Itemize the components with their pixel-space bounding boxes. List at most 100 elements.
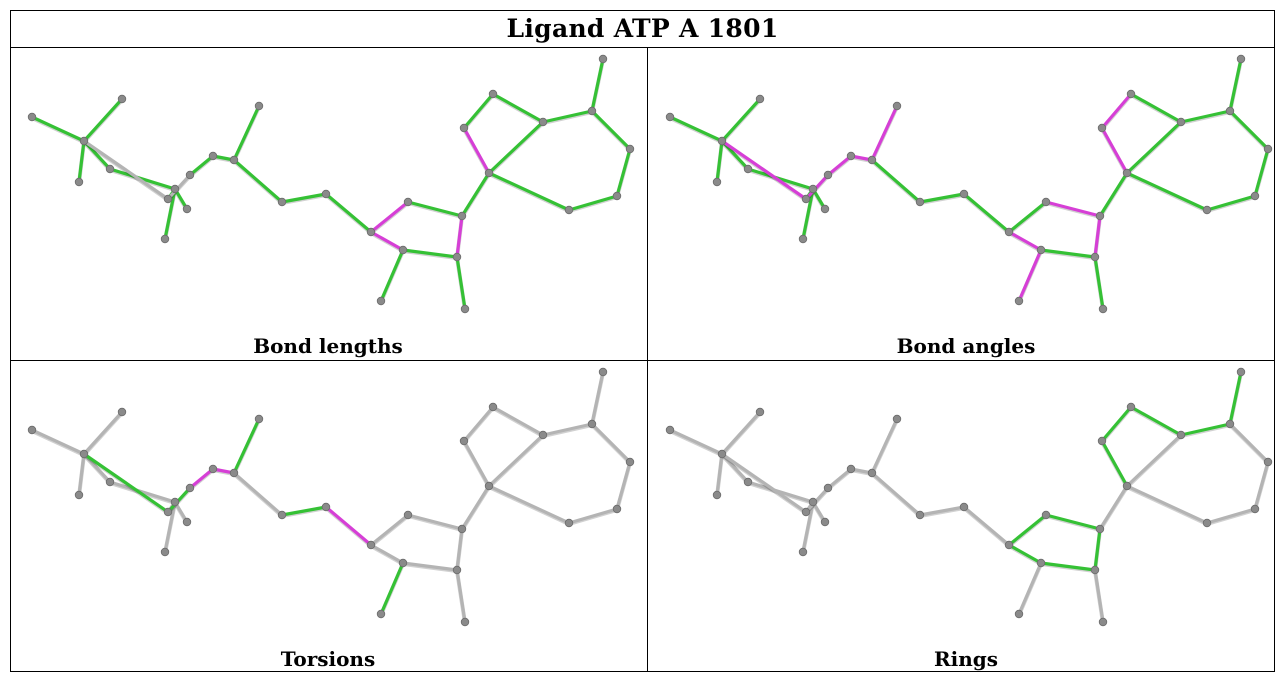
bond-ok <box>1179 109 1232 124</box>
atom <box>27 425 37 435</box>
bond-ok <box>668 115 724 143</box>
atom <box>846 464 856 474</box>
bond-ok <box>1093 527 1102 572</box>
bond-ok <box>82 452 170 514</box>
atom <box>1098 617 1108 627</box>
bond-unassessed <box>455 568 467 624</box>
atom <box>1176 117 1186 127</box>
atom <box>376 609 386 619</box>
atom <box>398 245 408 255</box>
bond-ok <box>1205 194 1257 212</box>
bond-outlier <box>1007 230 1043 252</box>
bond-outlier <box>720 139 808 201</box>
atom <box>1176 430 1186 440</box>
bond-unassessed <box>590 422 632 464</box>
bond-ok <box>232 417 261 475</box>
bond-unassessed <box>870 417 899 475</box>
bond-ok <box>401 248 459 259</box>
bond-unassessed <box>369 543 405 565</box>
bond-ok <box>462 92 495 130</box>
bond-unassessed <box>77 452 86 497</box>
bond-ok <box>379 248 405 303</box>
bond-ok <box>232 104 261 162</box>
atom <box>488 89 498 99</box>
atom <box>1225 419 1235 429</box>
molecule-bond-angles <box>665 54 1273 314</box>
atom <box>459 436 469 446</box>
atom <box>74 490 84 500</box>
bond-unassessed <box>918 505 966 517</box>
bond-unassessed <box>870 471 922 517</box>
bond-unassessed <box>369 513 410 547</box>
atom <box>74 177 84 187</box>
bond-ok <box>460 171 491 218</box>
panel-label-torsions: Torsions <box>280 647 376 671</box>
bond-outlier <box>188 467 215 490</box>
atom <box>484 168 494 178</box>
atom <box>229 155 239 165</box>
atom <box>1250 191 1260 201</box>
bond-ok <box>1228 370 1243 426</box>
bond-unassessed <box>720 452 808 514</box>
panel-bond-lengths: Bond lengths <box>12 49 644 360</box>
atom <box>1004 227 1014 237</box>
bond-ok <box>1253 147 1270 198</box>
atom <box>717 136 727 146</box>
atom <box>867 155 877 165</box>
atom <box>1095 524 1105 534</box>
bond-unassessed <box>1017 561 1043 616</box>
bond-unassessed <box>541 422 594 437</box>
bond-ok <box>280 505 328 517</box>
bond-outlier <box>826 154 853 177</box>
bond-outlier <box>324 505 373 547</box>
atom <box>1036 245 1046 255</box>
atom <box>1036 558 1046 568</box>
bond-ok <box>715 139 724 184</box>
atom <box>959 502 969 512</box>
panel-label-bond-angles: Bond angles <box>896 334 1036 358</box>
atom <box>170 184 180 194</box>
bond-ok <box>1093 255 1105 311</box>
bond-outlier <box>870 104 899 162</box>
bond-outlier <box>369 200 410 234</box>
bond-unassessed <box>166 173 192 201</box>
bond-ok <box>166 486 192 514</box>
atom <box>808 497 818 507</box>
bond-ok <box>746 167 815 191</box>
bond-ok <box>324 192 373 234</box>
atom <box>229 468 239 478</box>
bond-ok <box>1100 439 1129 488</box>
bond-ok <box>232 158 284 204</box>
atom <box>163 507 173 517</box>
bond-unassessed <box>82 410 124 456</box>
bond-unassessed <box>590 370 605 426</box>
bond-unassessed <box>406 513 464 531</box>
atom <box>484 481 494 491</box>
bond-unassessed <box>1093 568 1105 624</box>
atom <box>1250 504 1260 514</box>
bond-ok <box>1129 405 1183 437</box>
atom <box>117 94 127 104</box>
atom <box>452 565 462 575</box>
bond-unassessed <box>232 471 284 517</box>
atom <box>712 177 722 187</box>
bond-unassessed <box>487 433 545 488</box>
atom <box>163 194 173 204</box>
atom <box>798 547 808 557</box>
bond-ok <box>590 57 605 113</box>
atom <box>1263 457 1273 467</box>
atom <box>1014 296 1024 306</box>
bond-unassessed <box>108 480 177 504</box>
atom <box>452 252 462 262</box>
bond-ok <box>1007 513 1048 547</box>
bond-outlier <box>1017 248 1043 303</box>
atom <box>712 490 722 500</box>
bond-unassessed <box>720 410 762 456</box>
bond-unassessed <box>163 500 177 554</box>
atom <box>254 414 264 424</box>
atom <box>182 204 192 214</box>
bond-outlier <box>1100 126 1129 175</box>
atom <box>376 296 386 306</box>
bond-unassessed <box>668 428 724 456</box>
bond-outlier <box>1044 200 1102 218</box>
